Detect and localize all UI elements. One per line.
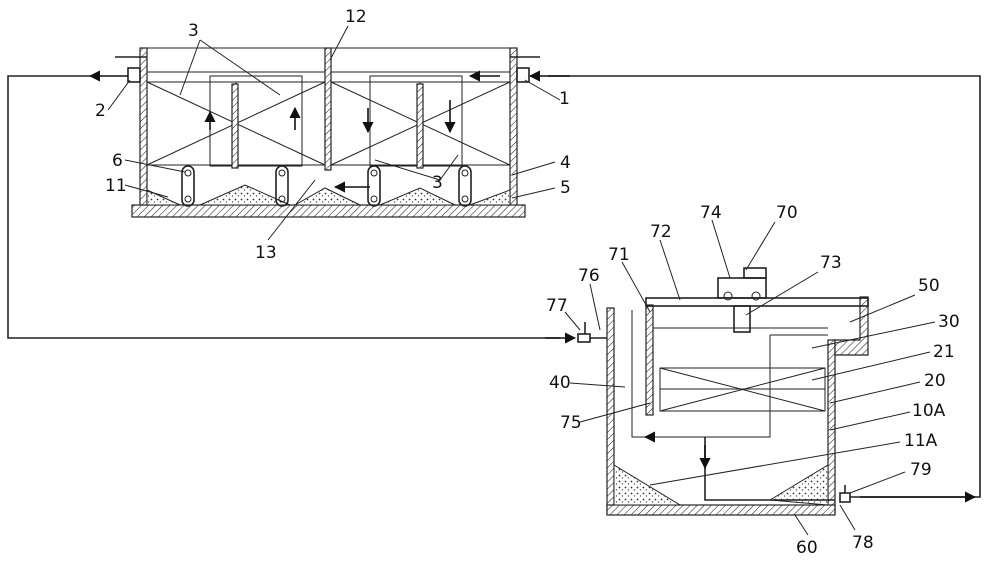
- label-77: 77: [546, 296, 568, 316]
- label-73: 73: [820, 253, 842, 273]
- label-40: 40: [549, 373, 571, 393]
- lower-tank: [577, 267, 869, 516]
- label-6: 6: [112, 151, 123, 171]
- label-5: 5: [560, 178, 571, 198]
- wall-71: [645, 304, 654, 416]
- overflow-trough-50: [834, 296, 869, 356]
- label-60: 60: [796, 538, 818, 558]
- label-13: 13: [255, 243, 277, 263]
- label-3a: 3: [188, 21, 199, 41]
- label-4: 4: [560, 153, 571, 173]
- aerators-6: [181, 165, 472, 207]
- drive-carriage-74: [717, 277, 767, 299]
- label-71: 71: [608, 245, 630, 265]
- lower-tank-right-wall: [827, 339, 836, 514]
- part-labels: 1 2 3 3 4 5 6 11 12 13 70 71 72 73 74 75…: [95, 7, 960, 558]
- label-20: 20: [924, 371, 946, 391]
- partition-12: [324, 47, 332, 171]
- baffle-frame-left: [209, 75, 303, 167]
- label-12: 12: [345, 7, 367, 27]
- leader-lines: [107, 25, 936, 536]
- connecting-pipes: [7, 70, 981, 503]
- label-50: 50: [918, 276, 940, 296]
- label-72: 72: [650, 222, 672, 242]
- label-75: 75: [560, 413, 582, 433]
- upper-tank: [115, 47, 540, 218]
- label-10A: 10A: [912, 401, 946, 421]
- label-30: 30: [938, 312, 960, 332]
- label-79: 79: [910, 460, 932, 480]
- label-3b: 3: [432, 173, 443, 193]
- upper-tank-right-wall: [509, 47, 518, 211]
- upper-tank-left-wall: [139, 47, 148, 211]
- label-76: 76: [578, 266, 600, 286]
- label-70: 70: [776, 203, 798, 223]
- inner-baffle-left: [231, 83, 239, 169]
- outlet-2: [127, 67, 141, 83]
- label-1: 1: [559, 89, 570, 109]
- label-11: 11: [105, 176, 127, 196]
- sediment-11A-right: [768, 464, 829, 506]
- label-21: 21: [933, 342, 955, 362]
- upper-tank-floor: [131, 204, 526, 218]
- label-11A: 11A: [904, 431, 938, 451]
- inlet-1: [516, 67, 530, 83]
- label-2: 2: [95, 101, 106, 121]
- label-74: 74: [700, 203, 722, 223]
- bottom-plate-60: [606, 504, 836, 516]
- lower-tank-left-wall: [606, 307, 615, 514]
- inner-baffle-right: [416, 83, 424, 169]
- baffle-frame-right: [369, 75, 463, 167]
- sediment-11A-left: [613, 464, 682, 506]
- scraper-shaft-73: [733, 305, 751, 333]
- label-78: 78: [852, 533, 874, 553]
